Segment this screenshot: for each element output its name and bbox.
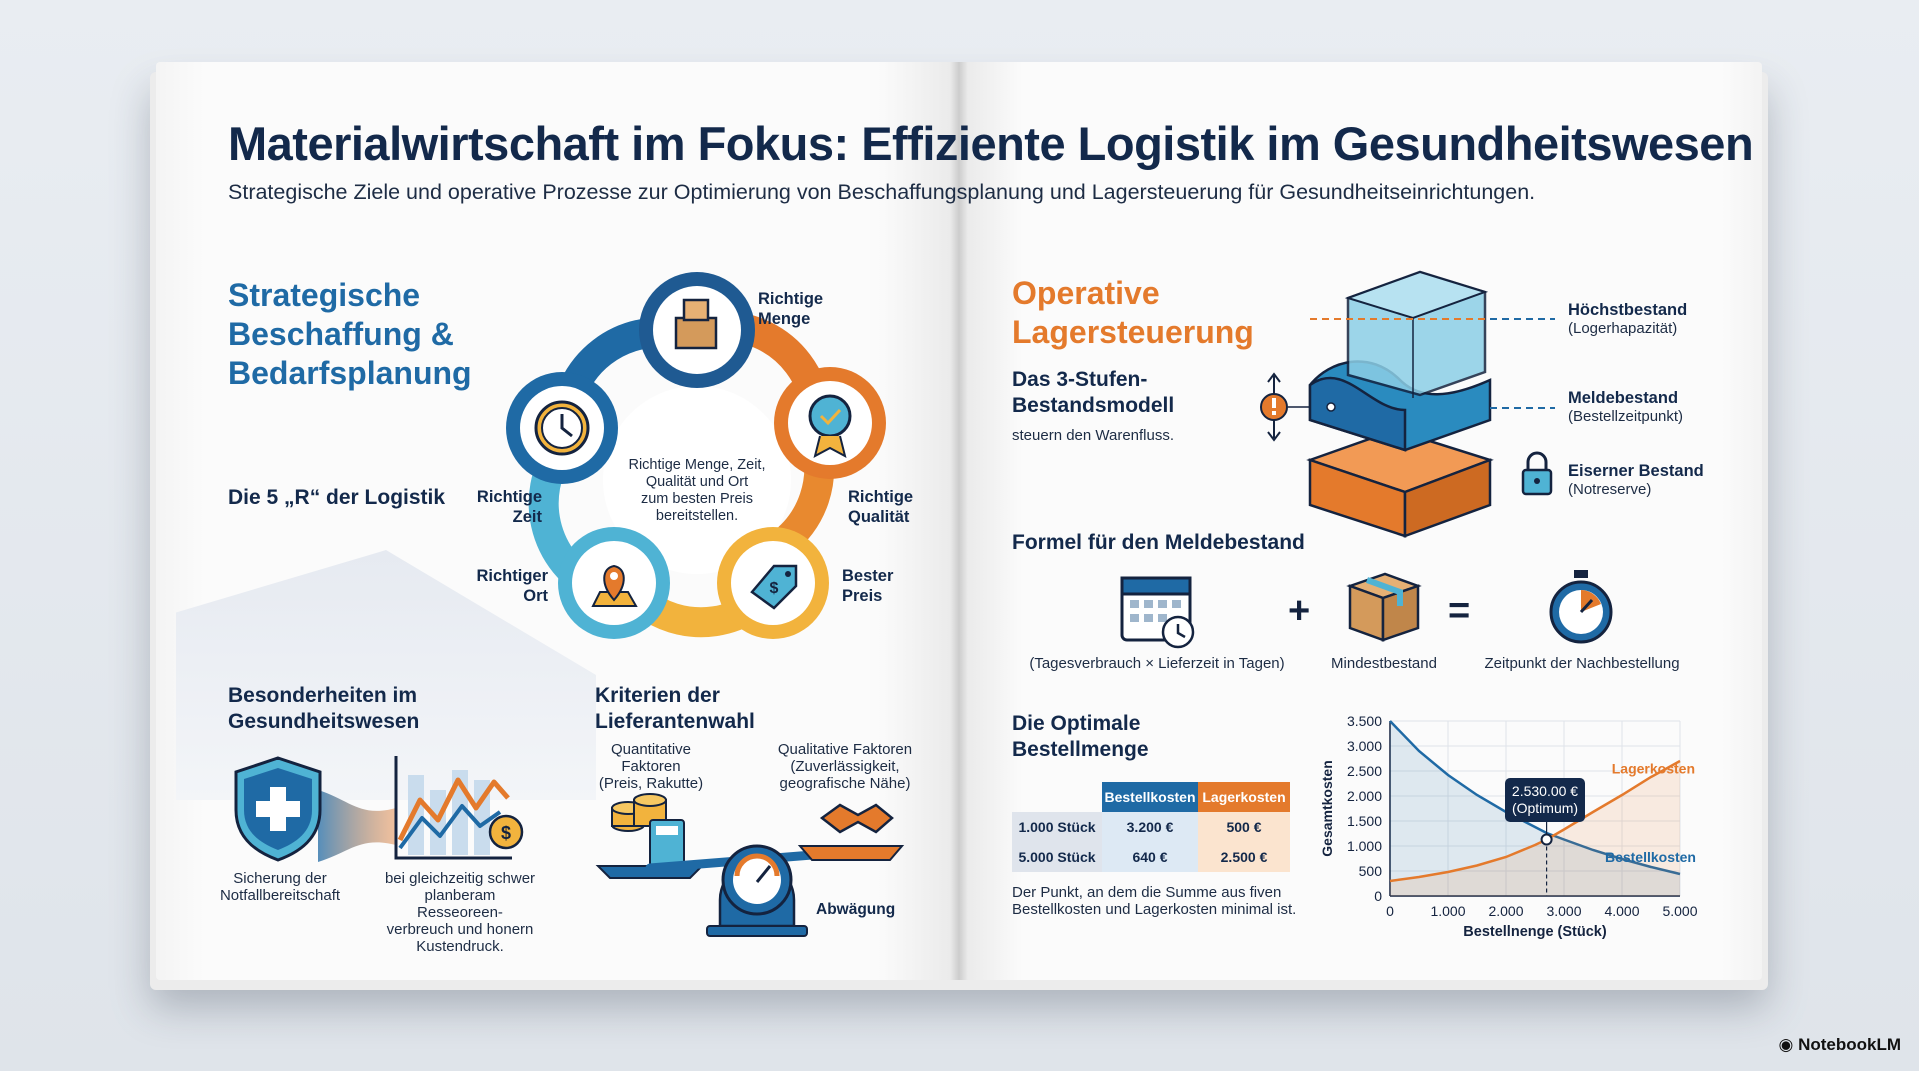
text-line: Menge — [758, 310, 811, 328]
table-header: Bestellkosten — [1102, 782, 1198, 812]
heading-line: Operative — [1012, 275, 1160, 311]
text-line: Notfallbereitschaft — [219, 887, 341, 904]
level-sub: (Bestellzeitpunkt) — [1568, 408, 1684, 425]
table-cell: 640 € — [1102, 842, 1198, 872]
text-line: Qualität und Ort — [645, 474, 749, 490]
cost-table: Bestellkosten Lagerkosten 1.000 Stück 3.… — [1012, 782, 1290, 872]
text-line: Richtige — [758, 290, 824, 308]
section-heading-strategisch: Strategische Beschaffung & Bedarfsplanun… — [228, 276, 472, 393]
text-line: 2.530.00 € — [1511, 783, 1579, 799]
text-line: bereitstellen. — [655, 508, 739, 524]
level-name: Höchstbestand — [1568, 301, 1688, 319]
table-row: 5.000 Stück 640 € 2.500 € — [1012, 842, 1290, 872]
table-row-label: 5.000 Stück — [1012, 842, 1102, 872]
level-meldebestand: Meldebestand (Bestellzeitpunkt) — [1568, 388, 1683, 425]
qualitative-factors: Qualitative Faktoren (Zuverlässigkeit, g… — [765, 741, 925, 792]
formula-term-result: Zeitpunkt der Nachbestellung — [1484, 655, 1680, 672]
page-subtitle: Strategische Ziele und operative Prozess… — [228, 180, 1536, 204]
text-line: Richtige — [848, 488, 914, 506]
formula-term-tagesverbrauch: (Tagesverbrauch × Lieferzeit in Tagen) — [1029, 655, 1285, 672]
section-heading-operativ: Operative Lagersteuerung — [1012, 274, 1254, 352]
text-line: Richtige — [476, 488, 542, 506]
text-line: (Optimum) — [1511, 800, 1579, 816]
heading-line: Strategische — [228, 277, 421, 313]
page-title: Materialwirtschaft im Fokus: Effiziente … — [228, 117, 1754, 170]
cycle-center-text: Richtige Menge, Zeit, Qualität und Ort z… — [617, 457, 777, 525]
text-line: Das 3-Stufen- — [1012, 368, 1148, 391]
heading-kriterien: Kriterien der Lieferantenwahl — [595, 683, 755, 735]
text-line: zum besten Preis — [640, 491, 754, 507]
optimum-callout: 2.530.00 € (Optimum) — [1505, 778, 1585, 822]
text-line: Qualitative Faktoren — [777, 741, 913, 758]
text-line: Zeit — [512, 508, 542, 526]
text-line: Bestellkosten und Lagerkosten minimal is… — [1012, 901, 1297, 918]
table-row: 1.000 Stück 3.200 € 500 € — [1012, 812, 1290, 842]
text-line: (Preis, Rakutte) — [598, 775, 704, 792]
brand-text: NotebookLM — [1798, 1035, 1901, 1054]
text-line: Der Punkt, an dem die Summe aus fiven — [1012, 884, 1282, 901]
five-r-label: Die 5 „R“ der Logistik — [228, 486, 446, 509]
table-row-label: 1.000 Stück — [1012, 812, 1102, 842]
text-line: planberam Resseoreen- — [417, 887, 503, 921]
text-line: Gesundheitswesen — [228, 710, 420, 733]
text-line: Ort — [523, 587, 548, 605]
text-line: Richtiger — [476, 567, 548, 585]
heading-line: Beschaffung & — [228, 316, 454, 352]
heading-line: Bedarfsplanung — [228, 355, 472, 391]
level-hoechstbestand: Höchstbestand (Logerhapazität) — [1568, 300, 1687, 337]
text-line: Richtige Menge, Zeit, — [628, 457, 766, 473]
text-line: bei gleichzeitig schwer — [384, 870, 536, 887]
book-gutter — [950, 62, 968, 980]
model-subtitle: steuern den Warenfluss. — [1012, 427, 1175, 444]
level-eiserner-bestand: Eiserner Bestand (Notreserve) — [1568, 461, 1704, 498]
text-line: Faktoren — [621, 758, 681, 775]
table-header-row: Bestellkosten Lagerkosten — [1012, 782, 1290, 812]
text-line: Kustendruck. — [416, 938, 504, 955]
formula-plus: + — [1288, 590, 1311, 632]
formula-equals: = — [1448, 590, 1471, 632]
text-line: Besonderheiten im — [228, 684, 418, 707]
text-line: Sicherung der — [233, 870, 327, 887]
text-line: geografische Nähe) — [779, 775, 911, 792]
text-line: Bester — [842, 567, 894, 585]
abwaegung-label: Abwägung — [816, 901, 896, 918]
optimal-heading: Die Optimale Bestellmenge — [1012, 711, 1149, 763]
text-line: Die Optimale — [1012, 712, 1141, 735]
text-line: (Zuverlässigkeit, — [790, 758, 900, 775]
level-sub: (Logerhapazität) — [1568, 320, 1678, 337]
level-name: Meldebestand — [1568, 389, 1679, 407]
formula-term-mindestbestand: Mindestbestand — [1331, 655, 1437, 672]
notebooklm-logo: ◉ NotebookLM — [1779, 1035, 1902, 1055]
logo-icon: ◉ — [1778, 1035, 1799, 1054]
text-line: Lieferantenwahl — [595, 710, 755, 733]
table-cell: 3.200 € — [1102, 812, 1198, 842]
text-line: Qualität — [848, 508, 910, 526]
heading-line: Lagersteuerung — [1012, 314, 1254, 350]
text-line: Quantitative — [610, 741, 692, 758]
heading-besonderheiten: Besonderheiten im Gesundheitswesen — [228, 683, 419, 735]
text-line: Bestellmenge — [1012, 738, 1149, 761]
text-line: verbreuch und honern — [386, 921, 534, 938]
text-line: Preis — [842, 587, 883, 605]
caption-notfall: Sicherung der Notfallbereitschaft — [215, 870, 345, 904]
model-title: Das 3-Stufen- Bestandsmodell — [1012, 367, 1174, 419]
table-header: Lagerkosten — [1198, 782, 1290, 812]
caption-kosten: bei gleichzeitig schwer planberam Resseo… — [380, 870, 540, 955]
level-sub: (Notreserve) — [1568, 481, 1652, 498]
text-line: Bestandsmodell — [1012, 394, 1175, 417]
optimal-note: Der Punkt, an dem die Summe aus fiven Be… — [1012, 884, 1296, 918]
formula-heading: Formel für den Meldebestand — [1012, 531, 1305, 554]
text-line: Kriterien der — [595, 684, 720, 707]
table-cell: 500 € — [1198, 812, 1290, 842]
quantitative-factors: Quantitative Faktoren (Preis, Rakutte) — [586, 741, 716, 792]
table-corner — [1012, 782, 1102, 812]
table-cell: 2.500 € — [1198, 842, 1290, 872]
level-name: Eiserner Bestand — [1568, 462, 1704, 480]
